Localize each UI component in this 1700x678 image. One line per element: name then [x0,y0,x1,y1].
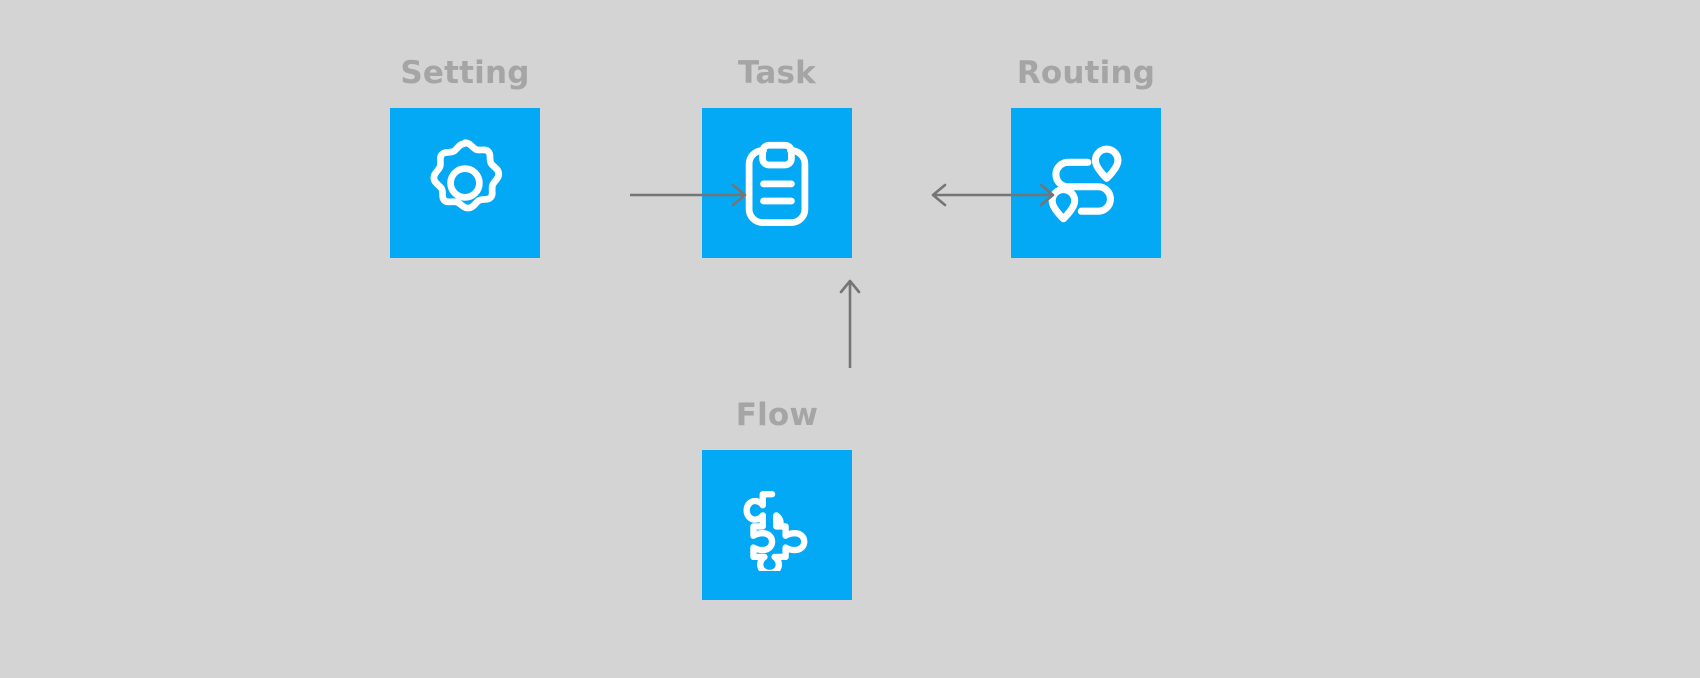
node-routing-label: Routing [1016,55,1156,91]
node-setting[interactable]: Setting [390,58,540,258]
clipboard-icon [732,138,822,228]
node-routing[interactable]: Routing [1011,58,1161,258]
node-setting-label: Setting [400,55,530,91]
puzzle-piece-icon [731,479,823,571]
connector-setting-to-task [630,180,752,210]
node-setting-tile[interactable] [390,108,540,258]
node-flow[interactable]: Flow [702,400,852,600]
node-task[interactable]: Task [702,58,852,258]
gear-icon [417,135,513,231]
connector-flow-to-task [835,278,865,370]
node-flow-tile[interactable] [702,450,852,600]
node-flow-label: Flow [735,397,819,433]
node-task-label: Task [738,55,816,91]
node-task-tile[interactable] [702,108,852,258]
connector-task-to-routing [930,180,1056,210]
